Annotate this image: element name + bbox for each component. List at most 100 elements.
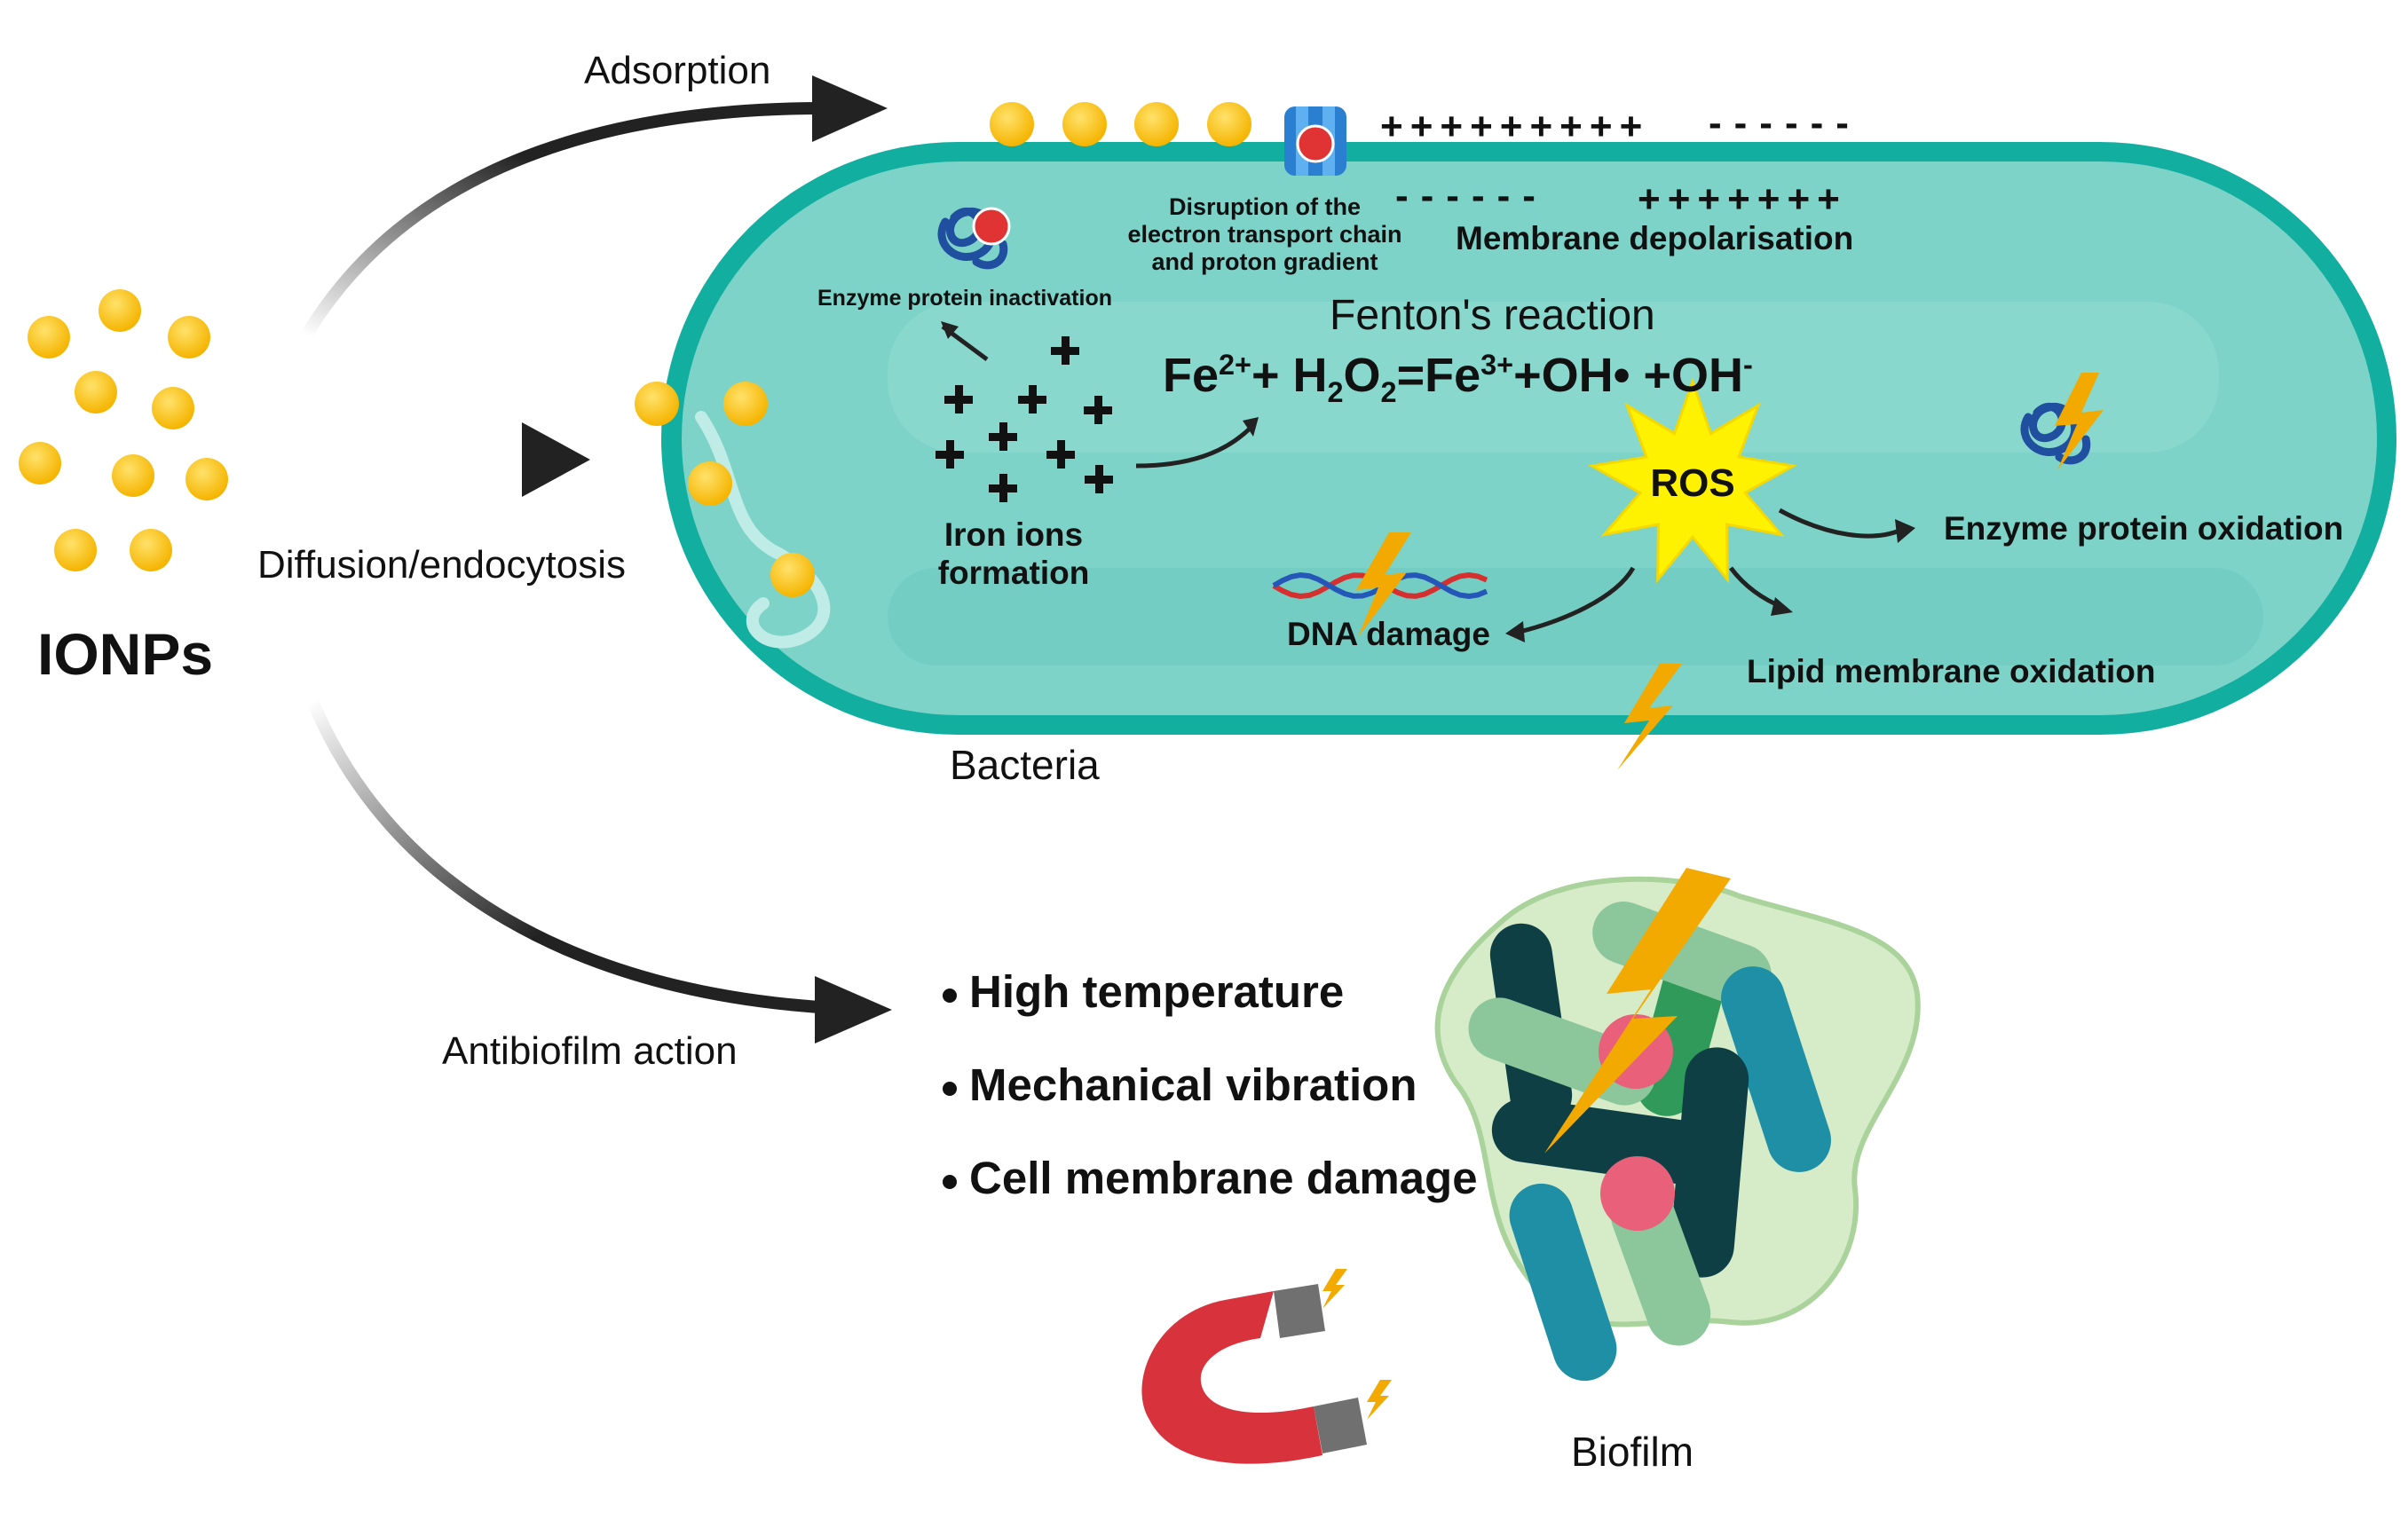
adsorption-arrow xyxy=(300,101,841,342)
enzyme-inactivation-label: Enzyme protein inactivation xyxy=(817,286,1113,311)
iron-ion-plus xyxy=(955,385,963,414)
fentons-reaction-label: Fenton's reaction xyxy=(1330,292,1655,339)
biofilm-cell-sphere xyxy=(1600,1156,1675,1231)
antibiofilm-arrow xyxy=(306,695,841,1014)
nanoparticle xyxy=(168,316,210,358)
cytoplasm-highlight xyxy=(888,302,2219,453)
lightning-bolt-icon xyxy=(2055,373,2104,470)
adsorption-arrowhead xyxy=(812,75,888,142)
iron-ion-plus xyxy=(999,422,1007,451)
biofilm-label: Biofilm xyxy=(1571,1429,1694,1475)
iron-ion-plus xyxy=(1057,440,1065,469)
biofilm-effect-item: Cell membrane damage xyxy=(943,1152,1478,1245)
stop-sign-icon xyxy=(972,207,1011,246)
diffusion-label: Diffusion/endocytosis xyxy=(257,543,626,587)
antibiofilm-label: Antibiofilm action xyxy=(442,1029,738,1073)
adsorbed-nanoparticle xyxy=(1062,102,1107,146)
enzyme-oxidation-label: Enzyme protein oxidation xyxy=(1944,510,2344,547)
arrowhead xyxy=(1771,597,1793,616)
iron-ion-plus xyxy=(1029,385,1037,414)
lightning-bolt-icon xyxy=(1617,664,1682,770)
iron-to-fenton-arrow xyxy=(1135,427,1251,469)
adsorbed-nanoparticle xyxy=(1207,102,1251,146)
bullet-dot xyxy=(943,988,957,1003)
eq-fe2-charge: 2+ xyxy=(1219,349,1251,381)
biofilm-effect-item: Mechanical vibration xyxy=(943,1059,1478,1152)
lightning-bolt-icon xyxy=(1367,1380,1392,1420)
adsorbed-nanoparticle xyxy=(1134,102,1179,146)
biofilm-effect-text: Mechanical vibration xyxy=(969,1059,1417,1110)
iron-ion-plus xyxy=(1095,465,1103,493)
biofilm-cell xyxy=(1721,966,1831,1172)
entering-nanoparticle xyxy=(770,553,815,597)
iron-ion-plus xyxy=(1094,396,1102,424)
ros-to-dna-arrow xyxy=(1519,566,1636,634)
lightning-bolt-icon xyxy=(1322,1269,1347,1309)
fenton-equation: Fe2++ H2O2=Fe3++OH• +OH- xyxy=(1163,348,1753,409)
horseshoe-magnet-icon xyxy=(1141,1291,1322,1464)
lightning-bolt-icon xyxy=(1544,868,1731,1154)
ionps-label: IONPs xyxy=(37,621,214,687)
magnet-pole xyxy=(1274,1284,1325,1338)
bacteria-label: Bacteria xyxy=(950,742,1100,788)
entering-nanoparticle xyxy=(723,382,768,426)
ros-label: ROS xyxy=(1650,461,1735,505)
nanoparticle xyxy=(28,316,70,358)
adsorption-label: Adsorption xyxy=(584,49,771,92)
bullet-dot xyxy=(943,1081,957,1096)
eq-o: O xyxy=(1343,349,1381,402)
stop-sign-icon xyxy=(1296,124,1335,163)
outer-plus-charges: +++++++++ xyxy=(1380,105,1650,148)
nanoparticle xyxy=(54,529,97,571)
eq-o-subscript: 2 xyxy=(1380,375,1397,408)
inner-minus-charges: ------ xyxy=(1395,174,1548,217)
biofilm-effect-text: High temperature xyxy=(969,966,1345,1017)
bullet-dot xyxy=(943,1174,957,1189)
eq-plus-h: + H xyxy=(1251,349,1328,402)
lipid-oxidation-label: Lipid membrane oxidation xyxy=(1747,653,2156,689)
nanoparticle xyxy=(130,529,172,571)
arrowhead xyxy=(941,321,959,339)
inner-plus-charges: +++++++ xyxy=(1638,177,1847,221)
eq-fe: Fe xyxy=(1163,349,1220,402)
biofilm-cell xyxy=(1509,1183,1617,1382)
eq-fe3-charge: 3+ xyxy=(1480,349,1514,381)
iron-ion-plus xyxy=(1062,336,1070,365)
magnet-pole xyxy=(1314,1398,1367,1453)
eq-fe3: =Fe xyxy=(1396,349,1481,402)
nanoparticle xyxy=(75,371,117,414)
outer-minus-charges: ------ xyxy=(1709,101,1861,145)
cytoplasm-shadow xyxy=(888,568,2263,666)
biofilm-effect-text: Cell membrane damage xyxy=(969,1153,1478,1203)
eq-h-subscript: 2 xyxy=(1327,375,1344,408)
dna-damage-label: DNA damage xyxy=(1287,616,1490,652)
antibiofilm-arrowhead xyxy=(815,976,892,1044)
membrane-depolarisation-label: Membrane depolarisation xyxy=(1456,220,1854,256)
biofilm-effects-list: High temperature Mechanical vibration Ce… xyxy=(943,965,1478,1245)
adsorbed-nanoparticle xyxy=(990,102,1034,146)
arrowhead xyxy=(1895,519,1915,543)
diffusion-arrowhead xyxy=(522,422,590,497)
nanoparticle xyxy=(19,442,61,484)
biofilm-effect-item: High temperature xyxy=(943,965,1478,1059)
nanoparticle xyxy=(99,289,141,332)
nanoparticle xyxy=(152,387,194,429)
endocytosis-membrane xyxy=(695,411,831,649)
iron-ions-label: Iron ions formation xyxy=(937,516,1090,591)
entering-nanoparticle xyxy=(635,382,679,426)
eq-oh: +OH• +OH xyxy=(1513,349,1744,402)
disruption-label: Disruption of the electron transport cha… xyxy=(1127,193,1402,276)
biofilm-cell xyxy=(1592,902,1772,1006)
nanoparticle xyxy=(112,454,154,497)
arrowhead xyxy=(1505,621,1525,642)
nanoparticle xyxy=(186,458,228,500)
lightning-bolt-icon xyxy=(1356,532,1411,637)
star-burst-icon xyxy=(1588,377,1797,584)
arrowhead xyxy=(1243,417,1259,437)
entering-nanoparticle xyxy=(688,461,732,506)
ros-to-enzyme-arrow xyxy=(1778,508,1900,539)
biofilm-cell xyxy=(1670,1047,1749,1278)
iron-ion-plus xyxy=(999,474,1007,502)
